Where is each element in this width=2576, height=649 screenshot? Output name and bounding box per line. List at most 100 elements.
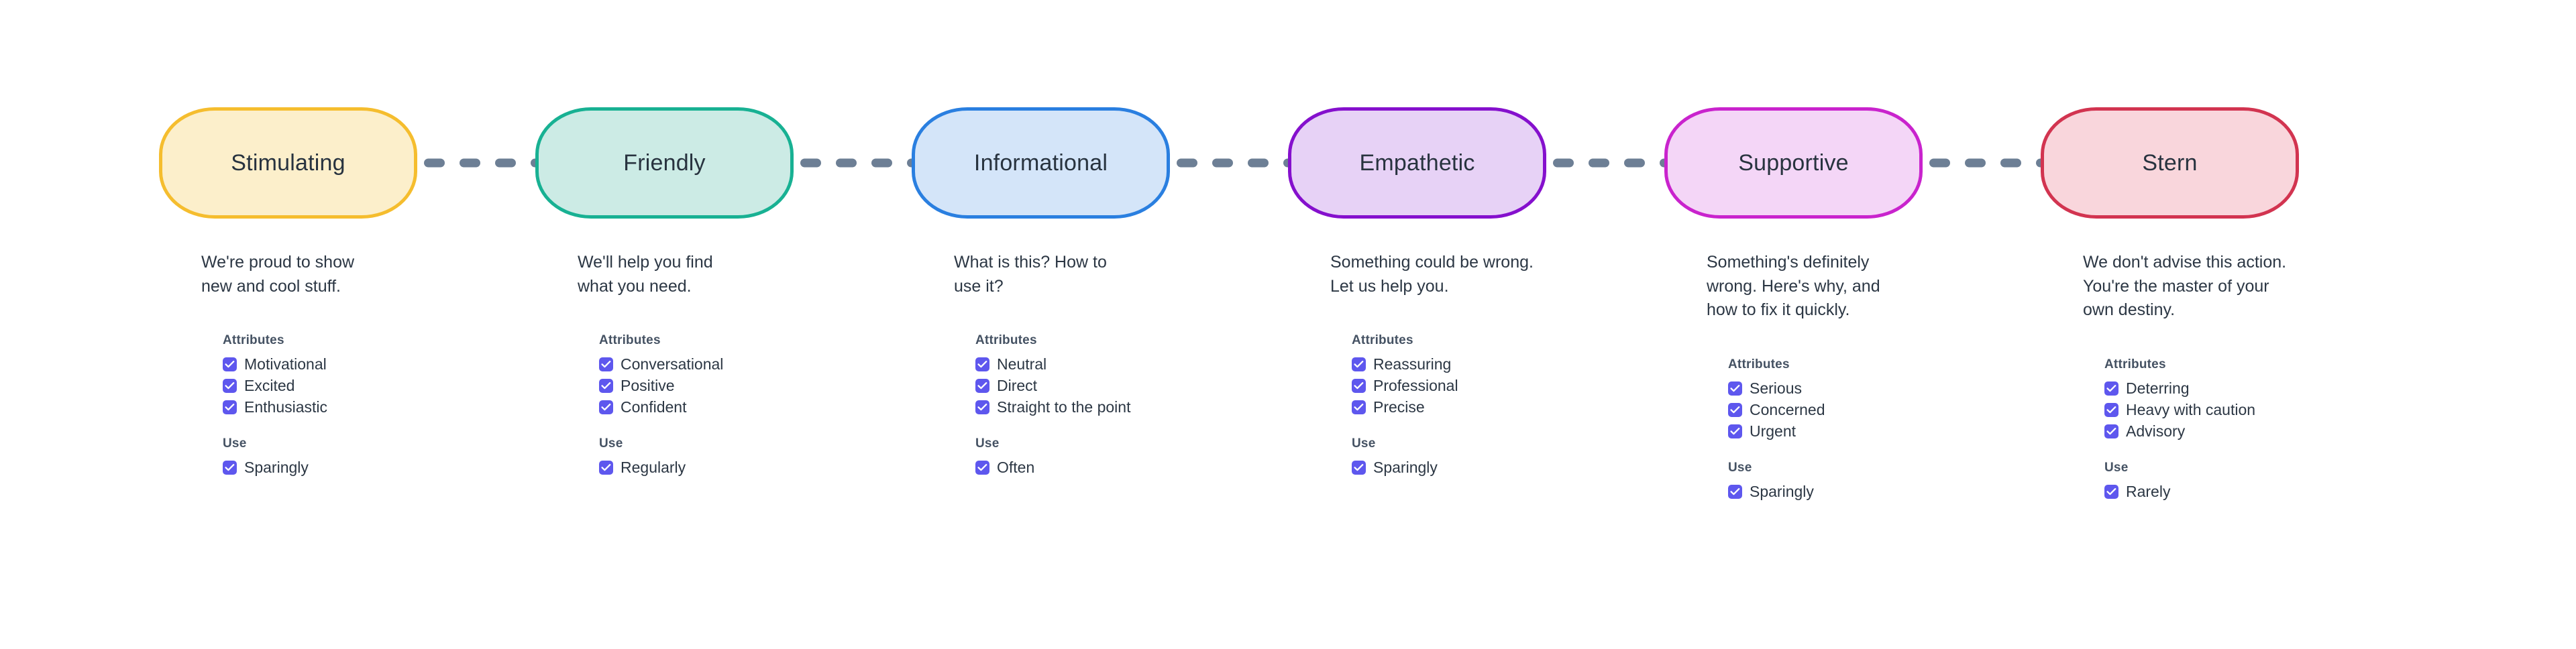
attributes-label: Enthusiastic <box>244 398 328 416</box>
checkbox-checked-icon[interactable] <box>2104 402 2118 417</box>
dash-segment <box>495 158 516 168</box>
attributes-check-row[interactable]: Straight to the point <box>975 397 1288 418</box>
tone-column-stimulating: Stimulating We're proud to show new and … <box>159 107 551 479</box>
checkbox-checked-icon[interactable] <box>1728 402 1742 417</box>
use-label: Regularly <box>621 459 686 476</box>
use-check-row[interactable]: Sparingly <box>223 457 535 478</box>
attributes-label: Positive <box>621 377 675 394</box>
dash-segment <box>1248 158 1269 168</box>
checkbox-checked-icon[interactable] <box>599 379 613 393</box>
attributes-check-row[interactable]: Excited <box>223 375 535 396</box>
tone-pill-empathetic[interactable]: Empathetic <box>1288 107 1546 219</box>
attributes-label: Heavy with caution <box>2126 400 2256 418</box>
use-check-row[interactable]: Regularly <box>599 457 912 478</box>
tone-pill-wrap: Supportive <box>1664 107 2057 219</box>
use-items: Sparingly <box>223 457 535 478</box>
tone-pill-stern[interactable]: Stern <box>2041 107 2299 219</box>
attributes-check-row[interactable]: Positive <box>599 375 912 396</box>
use-items: Often <box>975 457 1288 478</box>
attributes-check-row[interactable]: Reassuring <box>1352 354 1664 375</box>
tone-pill-wrap: Stern <box>2041 107 2417 219</box>
attributes-check-row[interactable]: Neutral <box>975 354 1288 375</box>
checkbox-checked-icon[interactable] <box>599 461 613 475</box>
checkbox-checked-icon[interactable] <box>1728 484 1742 499</box>
dash-segment <box>1965 158 1986 168</box>
use-heading: Use <box>2104 460 2129 475</box>
attributes-check-row[interactable]: Advisory <box>2104 421 2417 442</box>
attributes-label: Direct <box>997 377 1038 394</box>
attributes-check-row[interactable]: Confident <box>599 397 912 418</box>
checkbox-checked-icon[interactable] <box>1352 357 1366 371</box>
dashed-line-connector-icon <box>1929 158 2057 168</box>
tone-pill-label: Stimulating <box>231 150 345 176</box>
dash-segment <box>1589 158 1609 168</box>
checkbox-checked-icon[interactable] <box>223 357 237 371</box>
checkbox-checked-icon[interactable] <box>1352 461 1366 475</box>
checkbox-checked-icon[interactable] <box>975 357 989 371</box>
tone-pill-label: Empathetic <box>1359 150 1475 176</box>
checkbox-checked-icon[interactable] <box>2104 424 2118 438</box>
attributes-check-row[interactable]: Motivational <box>223 354 535 375</box>
dash-segment <box>1553 158 1574 168</box>
tone-column-supportive: Supportive Something's definitely wrong.… <box>1664 107 2057 503</box>
checkbox-checked-icon[interactable] <box>2104 484 2118 499</box>
checkbox-checked-icon[interactable] <box>1352 400 1366 414</box>
checkbox-checked-icon[interactable] <box>223 379 237 393</box>
attributes-check-row[interactable]: Professional <box>1352 375 1664 396</box>
use-heading: Use <box>1728 460 1752 475</box>
use-check-row[interactable]: Sparingly <box>1352 457 1664 478</box>
checkbox-checked-icon[interactable] <box>1728 381 1742 396</box>
use-check-row[interactable]: Sparingly <box>1728 481 2041 502</box>
attributes-label: Motivational <box>244 355 327 373</box>
use-label: Often <box>997 459 1035 476</box>
checkbox-checked-icon[interactable] <box>975 461 989 475</box>
use-label: Sparingly <box>1750 482 1814 500</box>
checkbox-checked-icon[interactable] <box>2104 381 2118 396</box>
attributes-heading: Attributes <box>1352 333 1413 347</box>
dash-segment <box>1177 158 1197 168</box>
attributes-check-row[interactable]: Concerned <box>1728 400 2041 420</box>
checkbox-checked-icon[interactable] <box>223 461 237 475</box>
tone-pill-informational[interactable]: Informational <box>912 107 1170 219</box>
tone-column-informational: Informational What is this? How to use i… <box>912 107 1304 479</box>
attributes-check-row[interactable]: Conversational <box>599 354 912 375</box>
tone-description: Something could be wrong. Let us help yo… <box>1330 253 1534 296</box>
attributes-label: Confident <box>621 398 687 416</box>
checkbox-checked-icon[interactable] <box>223 400 237 414</box>
attributes-check-row[interactable]: Serious <box>1728 378 2041 399</box>
tone-pill-supportive[interactable]: Supportive <box>1664 107 1923 219</box>
tone-description: What is this? How to use it? <box>954 253 1107 296</box>
checkbox-checked-icon[interactable] <box>599 357 613 371</box>
attributes-check-row[interactable]: Precise <box>1352 397 1664 418</box>
attributes-heading: Attributes <box>975 333 1037 347</box>
dashed-line-connector-icon <box>424 158 551 168</box>
checkbox-checked-icon[interactable] <box>975 379 989 393</box>
tone-pill-stimulating[interactable]: Stimulating <box>159 107 417 219</box>
use-items: Regularly <box>599 457 912 478</box>
checkbox-checked-icon[interactable] <box>975 400 989 414</box>
tone-pill-friendly[interactable]: Friendly <box>535 107 794 219</box>
checkbox-checked-icon[interactable] <box>1728 424 1742 438</box>
use-check-row[interactable]: Rarely <box>2104 481 2417 502</box>
attributes-check-row[interactable]: Direct <box>975 375 1288 396</box>
attributes-check-row[interactable]: Urgent <box>1728 421 2041 442</box>
use-label: Sparingly <box>1373 459 1438 476</box>
tone-pill-label: Informational <box>973 150 1108 176</box>
tone-column-empathetic: Empathetic Something could be wrong. Let… <box>1288 107 1680 479</box>
checkbox-checked-icon[interactable] <box>599 400 613 414</box>
attributes-check-row[interactable]: Enthusiastic <box>223 397 535 418</box>
attributes-check-row[interactable]: Deterring <box>2104 378 2417 399</box>
dash-segment <box>836 158 857 168</box>
attributes-check-row[interactable]: Heavy with caution <box>2104 400 2417 420</box>
use-check-row[interactable]: Often <box>975 457 1288 478</box>
attributes-label: Precise <box>1373 398 1425 416</box>
checkbox-checked-icon[interactable] <box>1352 379 1366 393</box>
